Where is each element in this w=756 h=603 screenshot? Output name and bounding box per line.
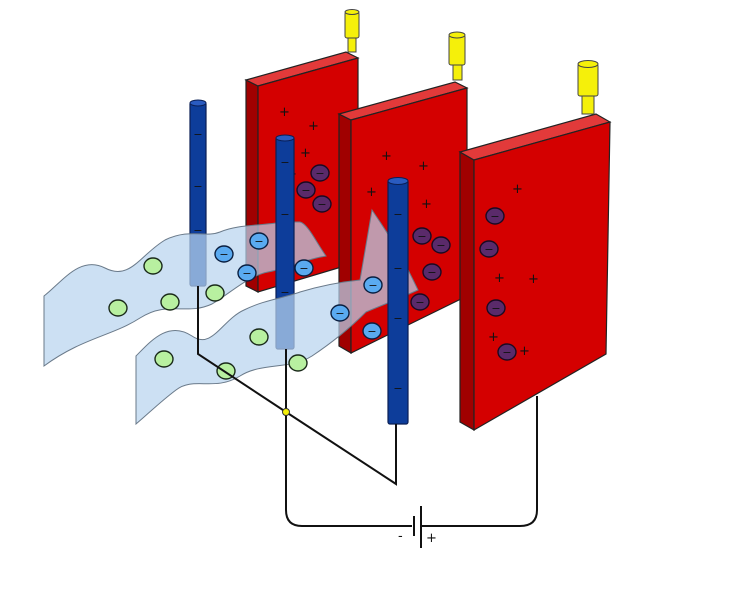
svg-text:−: − [280, 156, 289, 169]
positive-charge-icon: + [381, 149, 392, 164]
plate-connector-back [344, 9, 360, 53]
svg-text:−: − [502, 346, 511, 359]
electron-icon: − [362, 322, 382, 340]
positive-charge-icon: + [512, 182, 523, 197]
svg-text:−: − [193, 128, 202, 141]
negative-ion-icon: − [486, 299, 506, 317]
neutral-particle-icon [143, 257, 163, 275]
positive-charge-icon: + [421, 197, 432, 212]
negative-ion-icon: − [312, 195, 332, 213]
svg-text:−: − [280, 286, 289, 299]
electron-icon: − [294, 259, 314, 277]
electron-icon: − [249, 232, 269, 250]
positive-charge-icon: + [300, 146, 311, 161]
svg-text:−: − [219, 248, 228, 261]
negative-ion-icon: − [310, 164, 330, 182]
svg-text:−: − [254, 235, 263, 248]
neutral-particle-icon [249, 328, 269, 346]
svg-text:−: − [368, 279, 377, 292]
positive-charge-icon: + [494, 271, 505, 286]
battery-positive-terminal: + [426, 531, 437, 546]
negative-ion-icon: − [497, 343, 517, 361]
positive-charge-icon: + [366, 185, 377, 200]
neutral-particle-icon [160, 293, 180, 311]
svg-text:−: − [315, 167, 324, 180]
svg-text:−: − [417, 230, 426, 243]
plate-connector-front [577, 60, 599, 115]
circuit-wiring [197, 286, 538, 527]
electron-icon: − [363, 276, 383, 294]
battery-negative-terminal: - [398, 529, 403, 544]
gas-stream-back [43, 221, 327, 367]
svg-text:−: − [193, 224, 202, 237]
svg-text:−: − [317, 198, 326, 211]
positive-charge-icon: + [519, 344, 530, 359]
discharge-electrode-front: − − − − [387, 177, 409, 425]
positive-charge-icon: + [418, 159, 429, 174]
svg-text:−: − [367, 325, 376, 338]
svg-text:−: − [193, 180, 202, 193]
negative-ion-icon: − [485, 207, 505, 225]
electron-icon: − [330, 304, 350, 322]
svg-text:−: − [280, 208, 289, 221]
negative-ion-icon: − [412, 227, 432, 245]
electron-icon: − [237, 264, 257, 282]
svg-text:−: − [393, 312, 402, 325]
neutral-particle-icon [108, 299, 128, 317]
svg-text:−: − [484, 243, 493, 256]
svg-text:−: − [491, 302, 500, 315]
neutral-particle-icon [205, 284, 225, 302]
collector-plate-front: + + + + + − − − − [458, 60, 612, 432]
svg-text:−: − [427, 266, 436, 279]
plate-connector-middle [448, 31, 466, 81]
positive-charge-icon: + [488, 330, 499, 345]
svg-text:−: − [299, 262, 308, 275]
negative-ion-icon: − [422, 263, 442, 281]
svg-text:−: − [242, 267, 251, 280]
neutral-particle-icon [288, 354, 308, 372]
svg-text:−: − [335, 307, 344, 320]
svg-text:−: − [393, 262, 402, 275]
svg-text:−: − [393, 208, 402, 221]
neutral-particle-icon [154, 350, 174, 368]
positive-charge-icon: + [308, 119, 319, 134]
positive-charge-icon: + [279, 105, 290, 120]
negative-ion-icon: − [296, 181, 316, 199]
gas-stream-front [135, 208, 419, 426]
svg-text:−: − [393, 382, 402, 395]
positive-charge-icon: + [528, 272, 539, 287]
negative-ion-icon: − [410, 293, 430, 311]
svg-text:−: − [415, 296, 424, 309]
svg-text:−: − [436, 239, 445, 252]
battery-icon: - + [398, 506, 437, 548]
negative-ion-icon: − [479, 240, 499, 258]
wire-junction [282, 408, 290, 416]
electron-icon: − [214, 245, 234, 263]
svg-text:−: − [301, 184, 310, 197]
svg-text:−: − [490, 210, 499, 223]
negative-ion-icon: − [431, 236, 451, 254]
